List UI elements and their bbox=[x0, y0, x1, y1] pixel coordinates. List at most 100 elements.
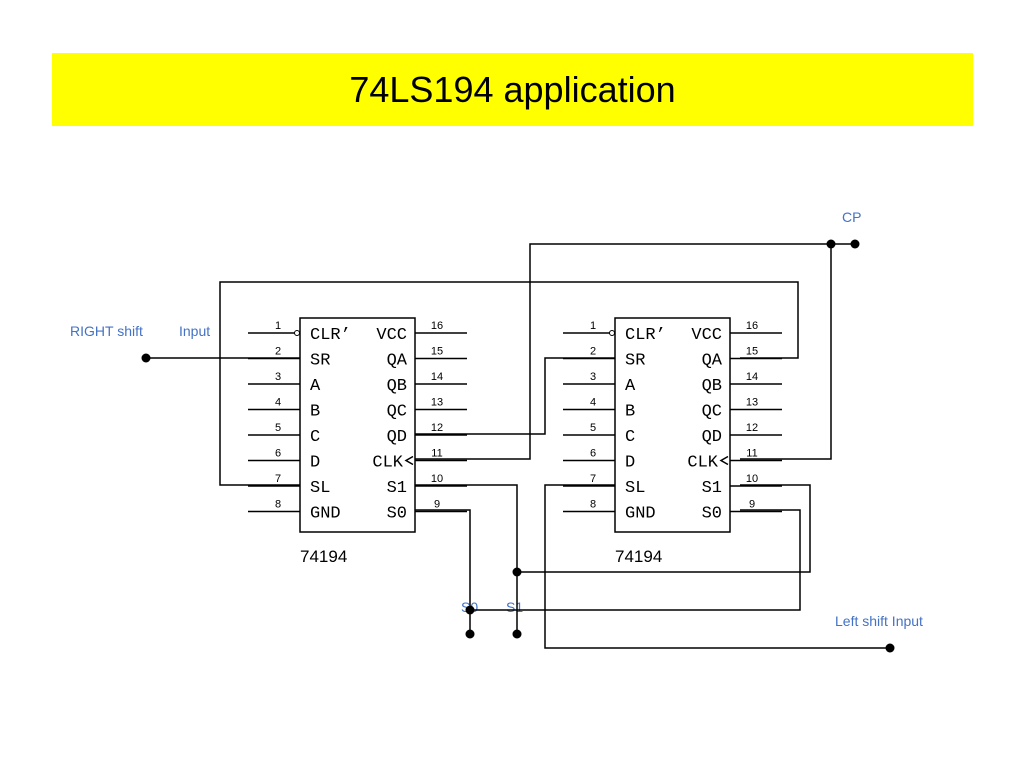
pin-number: 15 bbox=[746, 346, 758, 358]
pin-label: QB bbox=[702, 377, 722, 396]
pin-number: 10 bbox=[746, 473, 758, 485]
pin-label: QC bbox=[387, 403, 407, 422]
pin-number: 2 bbox=[590, 346, 596, 358]
pin-label: SL bbox=[625, 479, 645, 498]
pin-label: QD bbox=[387, 428, 407, 447]
pin-number: 15 bbox=[431, 346, 443, 358]
wire-chip2-s1 bbox=[517, 484, 811, 573]
wire-chip2-qa-to-chip1-sl bbox=[219, 281, 799, 486]
pin-label: QC bbox=[702, 403, 722, 422]
pin-number: 16 bbox=[431, 320, 443, 332]
left-shift-input-label: Left shift Input bbox=[835, 613, 923, 629]
pin-label: GND bbox=[310, 505, 341, 524]
pin-label: B bbox=[310, 403, 320, 422]
pin-number: 9 bbox=[749, 499, 755, 511]
chip-name: 74194 bbox=[615, 547, 662, 566]
pin-number: 14 bbox=[746, 371, 758, 383]
wire-chip1-qd-to-chip2-sr bbox=[415, 357, 615, 435]
junctions bbox=[141, 239, 895, 653]
clr-bubble bbox=[609, 330, 615, 336]
pin-label: D bbox=[625, 454, 635, 473]
pin-label: CLK bbox=[372, 454, 403, 473]
pin-number: 12 bbox=[431, 422, 443, 434]
pin-label: CLR’ bbox=[625, 326, 666, 345]
s1-label: S1 bbox=[506, 599, 523, 615]
title-band: 74LS194 application bbox=[52, 53, 973, 126]
pin-label: VCC bbox=[376, 326, 407, 345]
pin-label: QB bbox=[387, 377, 407, 396]
right-shift-input-label: Input bbox=[179, 323, 210, 339]
chip-body bbox=[614, 317, 731, 533]
pin-number: 1 bbox=[590, 320, 596, 332]
clr-bubble bbox=[294, 330, 300, 336]
pin-label: S1 bbox=[387, 479, 407, 498]
pin-number: 3 bbox=[275, 371, 281, 383]
clock-indicator bbox=[719, 455, 729, 466]
pin-number: 4 bbox=[275, 397, 281, 409]
pin-number: 9 bbox=[434, 499, 440, 511]
wires bbox=[146, 243, 890, 649]
wire-cp-to-chip2-clk bbox=[740, 244, 832, 460]
pin-number: 13 bbox=[746, 397, 758, 409]
pin-label: QA bbox=[702, 352, 723, 371]
pin-number: 7 bbox=[590, 473, 596, 485]
s1-terminal bbox=[512, 629, 522, 639]
wire-chip1-s1 bbox=[415, 484, 518, 634]
pin-number: 7 bbox=[275, 473, 281, 485]
pin-label: A bbox=[625, 377, 636, 396]
pin-label: SL bbox=[310, 479, 330, 498]
pin-number: 6 bbox=[275, 448, 281, 460]
pin-number: 11 bbox=[746, 448, 757, 460]
wire-cp-to-chip1-clk bbox=[415, 243, 855, 460]
cp-terminal bbox=[850, 239, 860, 249]
pin-number: 14 bbox=[431, 371, 443, 383]
pin-number: 8 bbox=[275, 499, 281, 511]
pin-label: QD bbox=[702, 428, 722, 447]
pin-number: 13 bbox=[431, 397, 443, 409]
s0-junction bbox=[465, 605, 475, 615]
pin-label: S1 bbox=[702, 479, 722, 498]
left-shift-terminal bbox=[885, 643, 895, 653]
wire-chip1-s0 bbox=[415, 509, 471, 634]
right-shift-terminal bbox=[141, 353, 151, 363]
cp-junction bbox=[826, 239, 836, 249]
pin-label: CLK bbox=[687, 454, 718, 473]
clock-indicator bbox=[404, 455, 414, 466]
pin-number: 6 bbox=[590, 448, 596, 460]
pin-number: 5 bbox=[275, 422, 281, 434]
pin-number: 3 bbox=[590, 371, 596, 383]
pin-label: SR bbox=[310, 352, 330, 371]
pin-label: A bbox=[310, 377, 321, 396]
pin-label: SR bbox=[625, 352, 645, 371]
pin-number: 5 bbox=[590, 422, 596, 434]
pin-label: S0 bbox=[387, 505, 407, 524]
pin-label: GND bbox=[625, 505, 656, 524]
pin-number: 16 bbox=[746, 320, 758, 332]
pin-label: S0 bbox=[702, 505, 722, 524]
right-shift-label: RIGHT shift bbox=[70, 323, 143, 339]
s0-terminal bbox=[465, 629, 475, 639]
wire-left-shift-input bbox=[544, 484, 890, 649]
s1-junction bbox=[512, 567, 522, 577]
cp-label: CP bbox=[842, 209, 861, 225]
chip-name: 74194 bbox=[300, 547, 347, 566]
pin-label: CLR’ bbox=[310, 326, 351, 345]
pin-label: B bbox=[625, 403, 635, 422]
pin-number: 11 bbox=[431, 448, 442, 460]
pin-label: VCC bbox=[691, 326, 722, 345]
pin-label: C bbox=[310, 428, 320, 447]
pin-label: D bbox=[310, 454, 320, 473]
pin-number: 8 bbox=[590, 499, 596, 511]
pin-number: 1 bbox=[275, 320, 281, 332]
chip-body bbox=[299, 317, 416, 533]
pin-number: 2 bbox=[275, 346, 281, 358]
pin-label: C bbox=[625, 428, 635, 447]
pin-number: 4 bbox=[590, 397, 596, 409]
page-title: 74LS194 application bbox=[349, 68, 676, 110]
pin-number: 10 bbox=[431, 473, 443, 485]
wire-chip2-s0 bbox=[470, 509, 801, 611]
